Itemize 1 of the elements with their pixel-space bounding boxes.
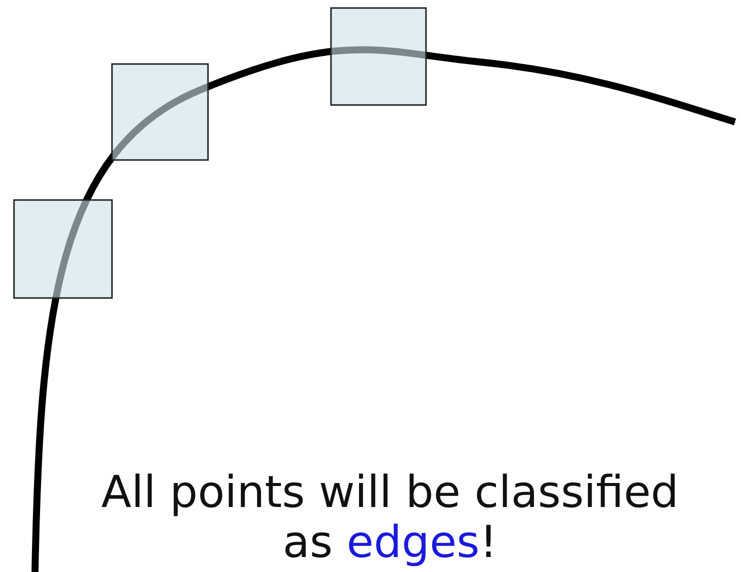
note-text: All points will be classified as edges! (100, 468, 680, 568)
